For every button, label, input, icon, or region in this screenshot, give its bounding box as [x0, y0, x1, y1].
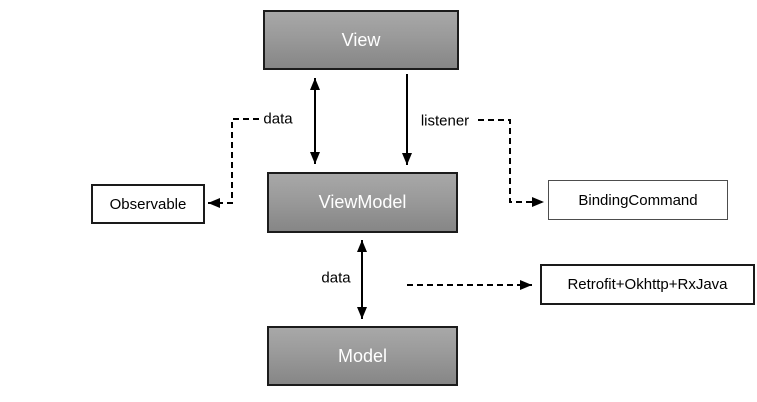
edge-label-data-bottom: data: [321, 269, 351, 287]
node-observable: Observable: [91, 184, 205, 224]
node-view: View: [263, 10, 459, 70]
node-bindingcommand: BindingCommand: [548, 180, 728, 220]
edge-label-listener: listener: [420, 112, 470, 130]
node-retrofit-okhttp-rxjava: Retrofit+Okhttp+RxJava: [540, 264, 755, 305]
edge-label-data-top: data: [263, 110, 293, 128]
edge-data-to-observable-line: [208, 118, 259, 208]
node-viewmodel: ViewModel: [267, 172, 458, 233]
node-model: Model: [267, 326, 458, 386]
edge-listener-to-bindingcommand-line: [478, 119, 544, 207]
